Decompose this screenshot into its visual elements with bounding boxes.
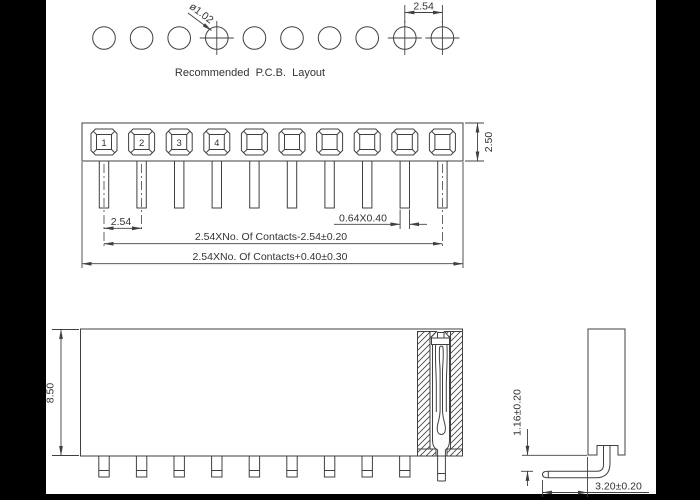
letterbox-bottom — [0, 494, 700, 500]
pin-number-3: 3 — [177, 138, 182, 149]
pin-number-4: 4 — [214, 138, 219, 149]
pin-number-2: 2 — [139, 138, 144, 149]
pin-number-1: 1 — [101, 138, 106, 149]
side-profile-view: 1.16±0.20 3.20±0.20 — [512, 328, 649, 497]
front-body-outline — [80, 328, 463, 457]
header-body-outline — [81, 122, 464, 162]
pin-tail-dimension: 3.20±0.20 — [542, 457, 649, 497]
overall-width-dimension: 2.54XNo. Of Contacts+0.40±0.30 — [81, 162, 464, 268]
body-height-dimension: 2.50 — [465, 122, 495, 162]
right-angle-pin — [541, 445, 611, 479]
top-view: 1 2 3 4 2.50 — [81, 122, 495, 268]
pin-pitch-label: 2.54 — [111, 216, 132, 228]
pin-standoff-label: 1.16±0.20 — [512, 389, 524, 436]
letterbox-left — [0, 0, 46, 500]
pin-standoff-dimension: 1.16±0.20 — [512, 389, 587, 486]
pin-cross-section-label: 0.64X0.40 — [339, 213, 387, 225]
contact-span-label: 2.54XNo. Of Contacts-2.54±0.20 — [195, 231, 347, 243]
section-cut — [417, 331, 463, 482]
socket-row: 1 2 3 4 — [90, 128, 456, 156]
front-height-label: 8.50 — [45, 383, 57, 404]
hole-diameter-callout: ø1.02 — [187, 1, 216, 31]
mounting-holes — [92, 20, 460, 56]
pin-cross-section-dimension: 0.64X0.40 — [334, 209, 427, 229]
front-section-view: 8.50 — [45, 328, 463, 482]
contact-span-dimension: 2.54XNo. Of Contacts-2.54±0.20 — [103, 231, 443, 246]
front-height-dimension: 8.50 — [45, 329, 79, 456]
side-body-outline — [587, 328, 626, 456]
pcb-layout-caption: Recommended P.C.B. Layout — [175, 67, 325, 79]
body-height-label: 2.50 — [483, 132, 495, 153]
pin-tail-label: 3.20±0.20 — [595, 481, 642, 493]
hole-pitch-label: 2.54 — [413, 1, 434, 13]
overall-width-label: 2.54XNo. Of Contacts+0.40±0.30 — [193, 251, 348, 263]
pin-pitch-dimension: 2.54 — [103, 216, 143, 231]
hole-pitch-dimension: 2.54 — [404, 1, 443, 23]
contact-spring — [431, 332, 450, 482]
letterbox-right — [656, 0, 700, 500]
pin-row-top-view — [98, 160, 448, 247]
pin-row-front-view — [98, 455, 411, 478]
pcb-layout-view: ø1.02 2.54 Recommended P.C.B. Layout — [92, 1, 460, 79]
